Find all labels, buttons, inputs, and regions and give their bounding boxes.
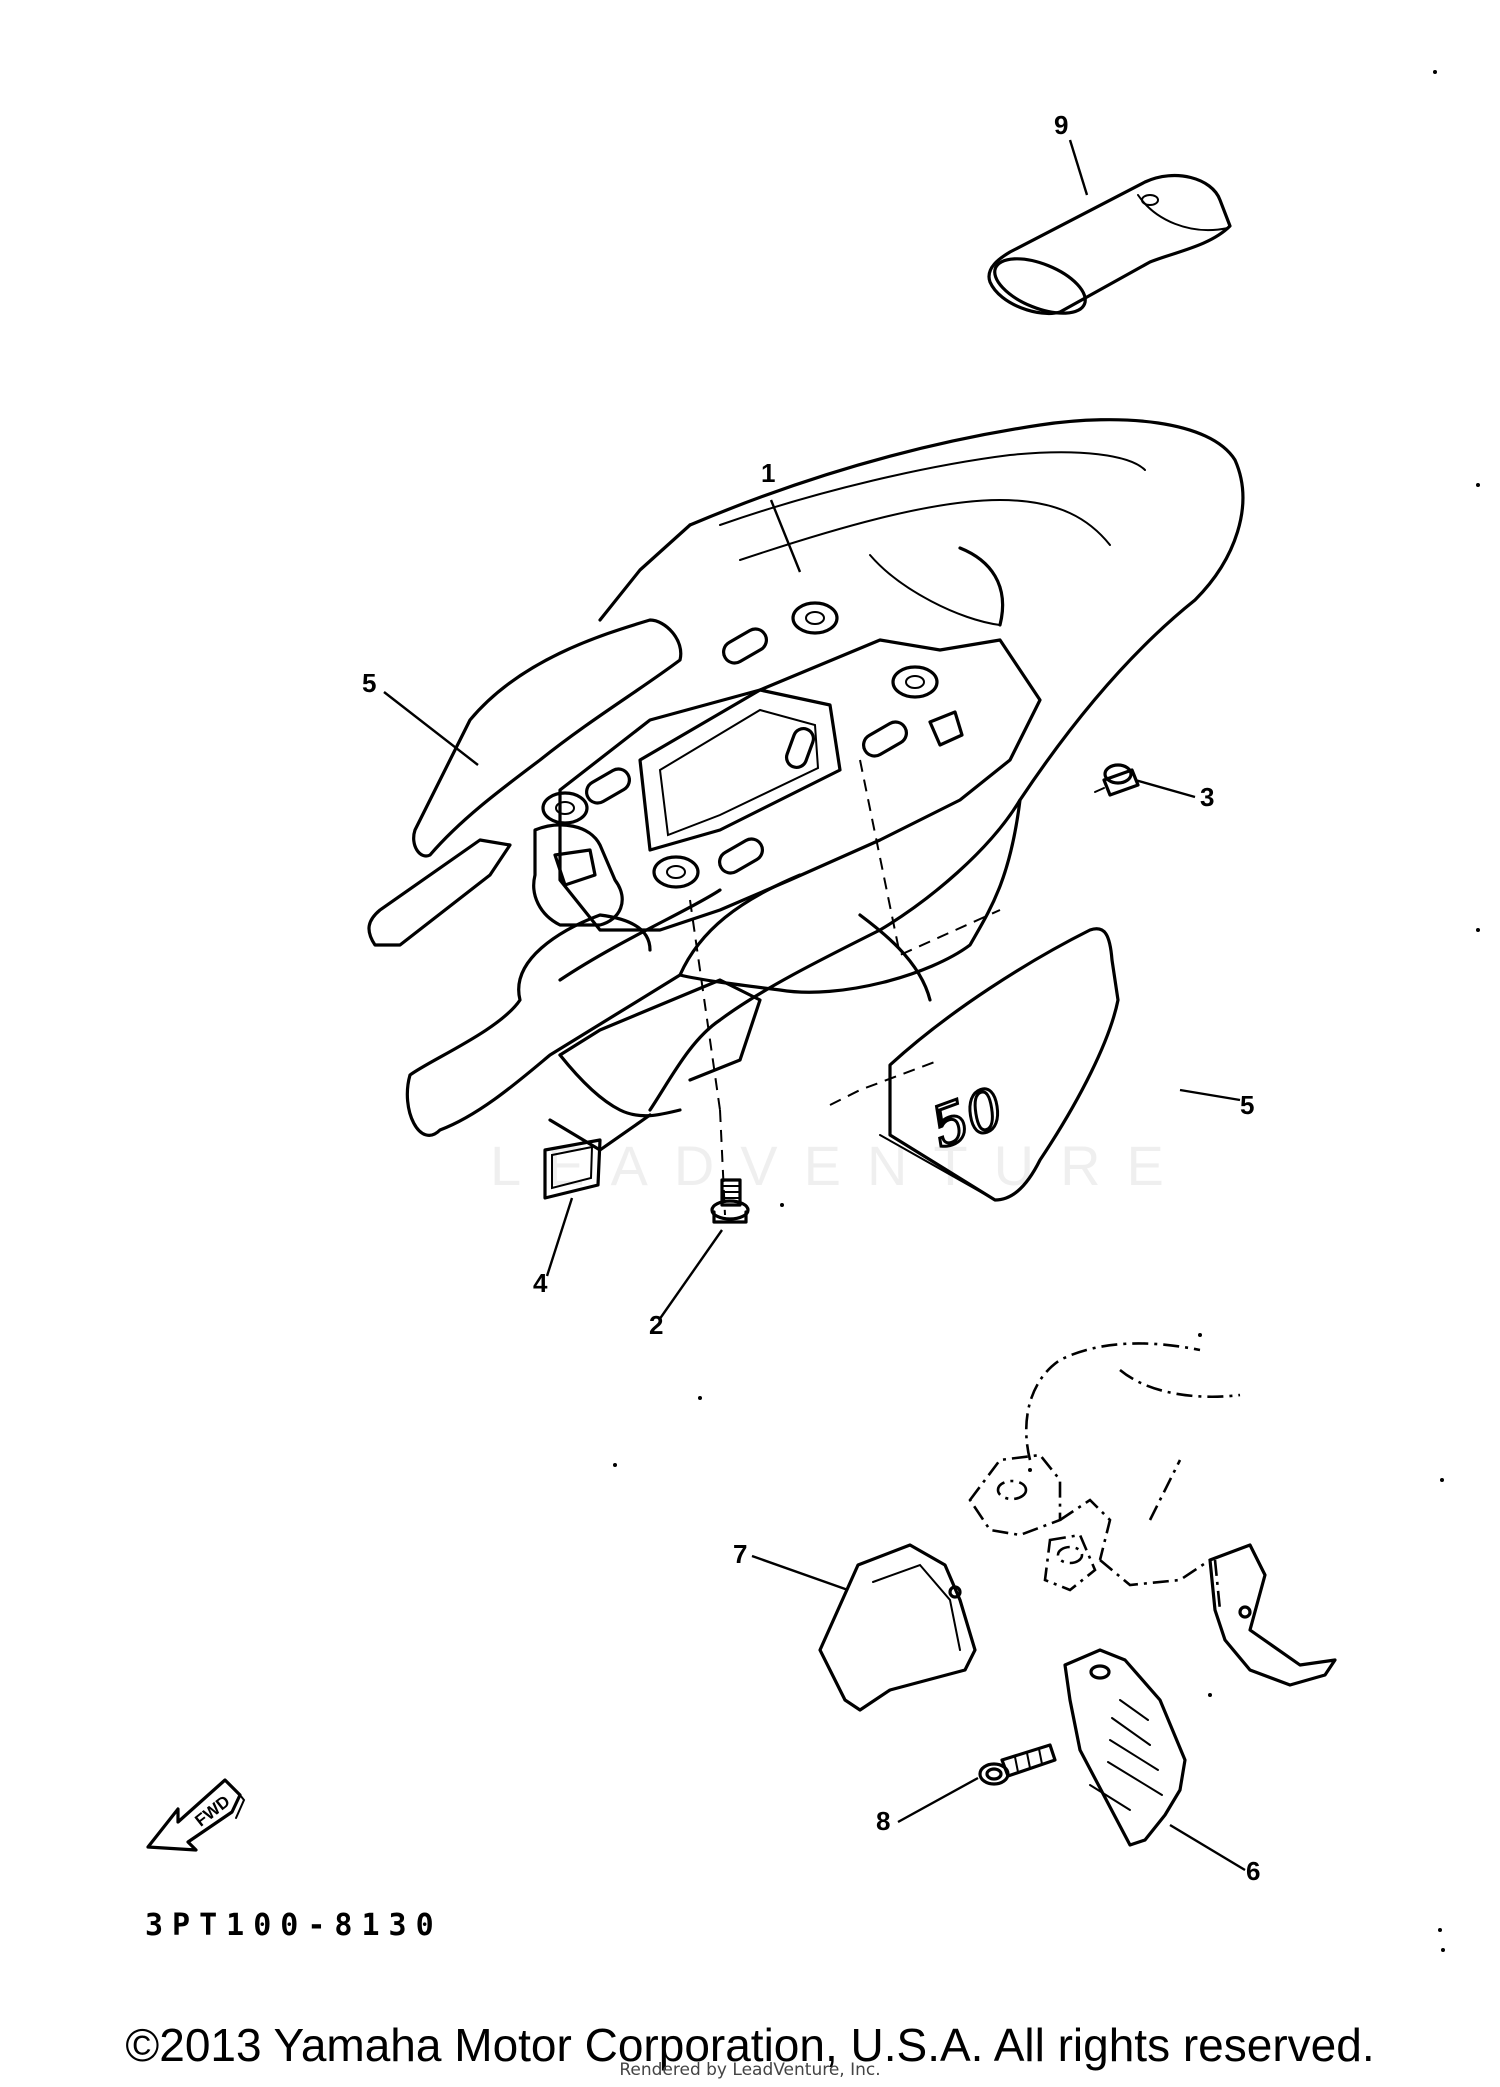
fwd-arrow-icon: FWD xyxy=(146,1778,246,1852)
callout-5b[interactable]: 5 xyxy=(1240,1090,1254,1120)
callout-9[interactable]: 9 xyxy=(1054,110,1068,140)
part-6-heel-guard[interactable] xyxy=(1063,1648,1187,1847)
scan-speckles xyxy=(613,70,1480,1952)
callouts: 9 1 5 3 5 4 2 7 8 6 xyxy=(362,110,1260,1886)
part-9-grip-cover[interactable] xyxy=(987,173,1232,325)
callout-1[interactable]: 1 xyxy=(761,458,775,488)
diagram-code: 3PT100-8130 xyxy=(145,1908,443,1943)
part-3-screw[interactable] xyxy=(1094,763,1140,797)
part-8-screw[interactable] xyxy=(978,1743,1057,1786)
callout-5a[interactable]: 5 xyxy=(362,668,376,698)
callout-3[interactable]: 3 xyxy=(1200,782,1214,812)
rendered-by-notice: Rendered by LeadVenture, Inc. xyxy=(619,2060,881,2080)
part-6-bracket-plate xyxy=(1208,1543,1337,1687)
copyright-notice: ©2013 Yamaha Motor Corporation, U.S.A. A… xyxy=(125,2019,1375,2071)
part-7-cover[interactable] xyxy=(818,1543,977,1712)
part-5-side-decal-left[interactable] xyxy=(412,618,683,858)
callout-6[interactable]: 6 xyxy=(1246,1856,1260,1886)
callout-4[interactable]: 4 xyxy=(533,1268,548,1298)
watermark-text: LEADVENTURE xyxy=(490,1134,1190,1197)
part-4-pad[interactable] xyxy=(543,1138,602,1200)
part-2-bolt[interactable] xyxy=(710,1178,750,1224)
part-1-rear-fender[interactable] xyxy=(367,418,1245,1216)
callout-2[interactable]: 2 xyxy=(649,1310,663,1340)
frame-phantom-outline xyxy=(968,1342,1267,1611)
leader-lines xyxy=(383,139,1246,1872)
callout-7[interactable]: 7 xyxy=(733,1539,747,1569)
callout-8[interactable]: 8 xyxy=(876,1806,890,1836)
